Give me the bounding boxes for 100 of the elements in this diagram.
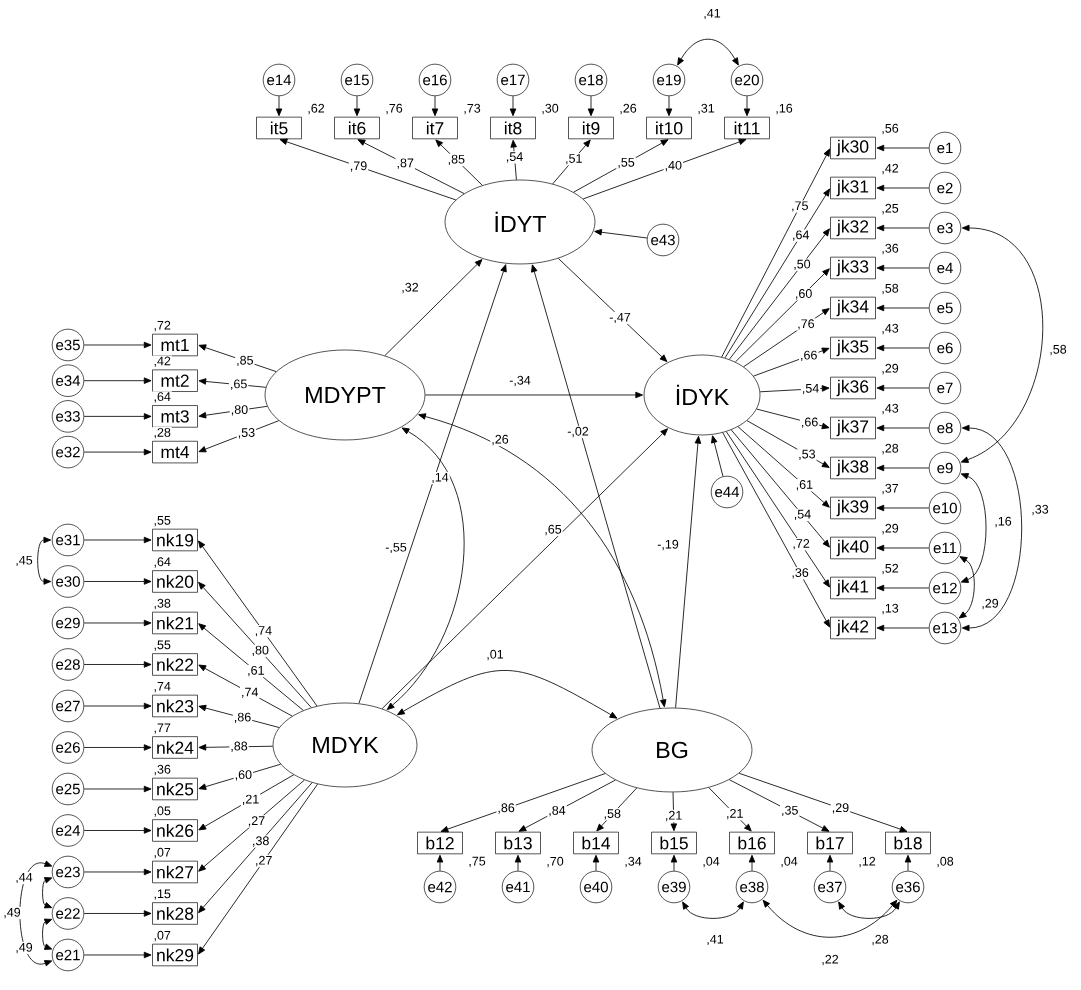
edge-label: ,40 [663,159,683,173]
edge-label: ,27 [246,815,267,828]
arrow [83,868,152,876]
curved-arrow [397,670,618,719]
variable-box: b15 [651,831,697,855]
edge-label: ,75 [790,200,810,213]
arrow [198,581,312,708]
arrow [724,188,830,359]
arrow [725,431,830,588]
coefficient-label: ,12 [857,855,877,869]
edge-label: ,72 [791,538,811,551]
coefficient-label: ,72 [152,319,172,333]
variable-box: jk39 [830,496,876,520]
variable-box: nk27 [152,860,198,884]
arrow [596,787,638,832]
variable-box: it9 [568,116,614,140]
edge-label: ,28 [870,933,890,947]
coefficient-label: ,04 [701,855,721,869]
edge-label: ,64 [791,229,811,242]
arrow [83,448,152,456]
variable-box: nk22 [152,653,198,676]
coefficient-label: ,16 [774,102,794,116]
arrow [573,139,669,193]
coefficient-label: ,42 [880,162,900,176]
arrow [514,854,522,872]
edge-label: -,47 [608,311,632,325]
edge-label: ,29 [830,802,851,815]
coefficient-label: ,76 [384,102,404,116]
coefficient-label: ,28 [880,442,900,456]
edge-label: ,88 [229,740,249,753]
arrow [198,405,268,419]
variable-box: jk31 [830,176,876,200]
edge-label: -,19 [656,538,680,552]
curved-arrow [418,413,667,708]
arrow [83,827,152,834]
arrow [353,95,361,117]
variable-box: b12 [417,831,463,855]
variable-box: it11 [724,116,770,140]
arrow [384,259,483,357]
edge-label: ,26 [490,433,510,447]
variable-box: jk35 [830,336,876,360]
coefficient-label: ,31 [696,102,716,116]
edge-label: ,60 [233,769,254,782]
variable-box: b16 [729,831,775,855]
edge-label: ,21 [725,807,745,821]
coefficient-label: ,08 [935,855,955,869]
variable-box: jk41 [830,576,876,600]
curved-arrow [838,901,900,919]
variable-box: it6 [334,116,380,140]
variable-box: it7 [412,116,458,140]
arrow [518,779,616,832]
arrow [275,95,283,117]
coefficient-label: ,70 [545,855,565,869]
coefficient-label: ,25 [880,202,900,216]
arrow [711,435,724,477]
coefficient-label: ,28 [152,426,172,440]
variable-box: jk42 [830,616,876,640]
arrow [83,910,152,917]
arrow [826,854,834,872]
arrow [876,504,930,512]
edge-label: -,34 [508,374,532,388]
edge-label: ,49 [2,906,22,920]
edge-label: ,61 [794,479,815,492]
edge-label: ,74 [253,625,274,638]
variable-box: b13 [495,831,541,855]
coefficient-label: ,13 [880,602,900,616]
coefficient-label: ,04 [779,855,799,869]
arrow [587,95,595,117]
curved-arrow [42,877,53,909]
arrow [756,408,830,430]
edge-label: ,66 [799,349,819,362]
arrow [876,304,930,312]
variable-box: nk25 [152,777,198,801]
curved-arrow [960,224,1044,463]
coefficient-label: ,36 [880,242,900,256]
coefficient-label: ,58 [880,282,900,296]
edge-label: ,29 [980,597,1000,611]
arrow [876,264,930,272]
arrow [83,619,152,627]
arrow [198,623,304,711]
arrow [876,544,930,552]
edge-label: ,16 [993,515,1013,529]
variable-box: nk20 [152,570,198,593]
variable-box: nk23 [152,694,198,718]
arrow [743,308,830,368]
edge-label: ,35 [780,804,800,818]
edge-label: ,54 [800,382,821,396]
variable-box: jk40 [830,536,876,560]
variable-box: nk24 [152,736,198,759]
arrow [743,95,751,117]
arrow [722,432,831,628]
arrow [748,854,756,872]
arrow [557,258,668,362]
arrow [876,344,930,352]
arrow [876,144,930,152]
variable-box: jk37 [830,416,876,440]
coefficient-label: ,38 [152,597,172,611]
edge-label: ,33 [1030,503,1050,517]
arrow [734,268,830,363]
variable-box: b14 [573,831,619,855]
